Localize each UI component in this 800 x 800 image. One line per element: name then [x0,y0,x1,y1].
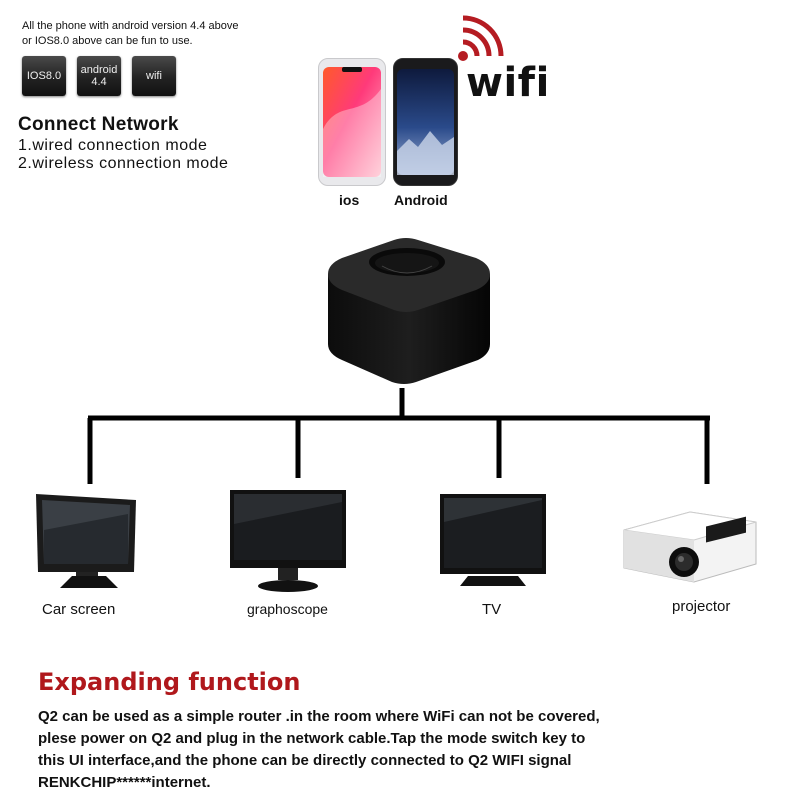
expanding-function-body: Q2 can be used as a simple router .in th… [38,706,788,794]
wired-mode-text: 1.wired connection mode [18,137,208,154]
ios-badge: IOS8.0 [22,56,66,96]
ios-phone-image [318,58,386,186]
compatibility-line-1: All the phone with android version 4.4 a… [22,20,239,32]
android-label: Android [394,192,448,208]
device-label-graphoscope: graphoscope [247,601,328,617]
expanding-line-3: this UI interface,and the phone can be d… [38,752,572,769]
expanding-line-1: Q2 can be used as a simple router .in th… [38,708,600,725]
expanding-function-title: Expanding function [38,668,301,696]
graphoscope-monitor-image [230,490,346,592]
connection-tree-lines [87,388,710,484]
compatibility-note: All the phone with android version 4.4 a… [22,19,242,49]
connect-network-title: Connect Network [18,114,179,135]
wifi-signal-icon [458,15,504,61]
compatibility-line-2: or IOS8.0 above can be fun to use. [22,35,193,47]
device-label-tv: TV [482,601,502,618]
android-badge: android 4.4 [77,56,121,96]
expanding-line-4: RENKCHIP******internet. [38,774,211,791]
q2-box-device-image [328,238,490,384]
ios-label: ios [339,192,360,208]
tv-image [440,494,546,586]
wireless-mode-text: 2.wireless connection mode [18,155,229,172]
projector-image [623,511,757,583]
requirement-badges: IOS8.0 android 4.4 wifi [22,56,176,96]
expanding-line-2: plese power on Q2 and plug in the networ… [38,730,586,747]
device-label-projector: projector [672,598,731,615]
car-screen-image [36,494,136,588]
wifi-badge: wifi [132,56,176,96]
wifi-logo-text: wifi [466,60,550,106]
device-label-car-screen: Car screen [42,601,116,618]
android-phone-image [393,58,458,186]
